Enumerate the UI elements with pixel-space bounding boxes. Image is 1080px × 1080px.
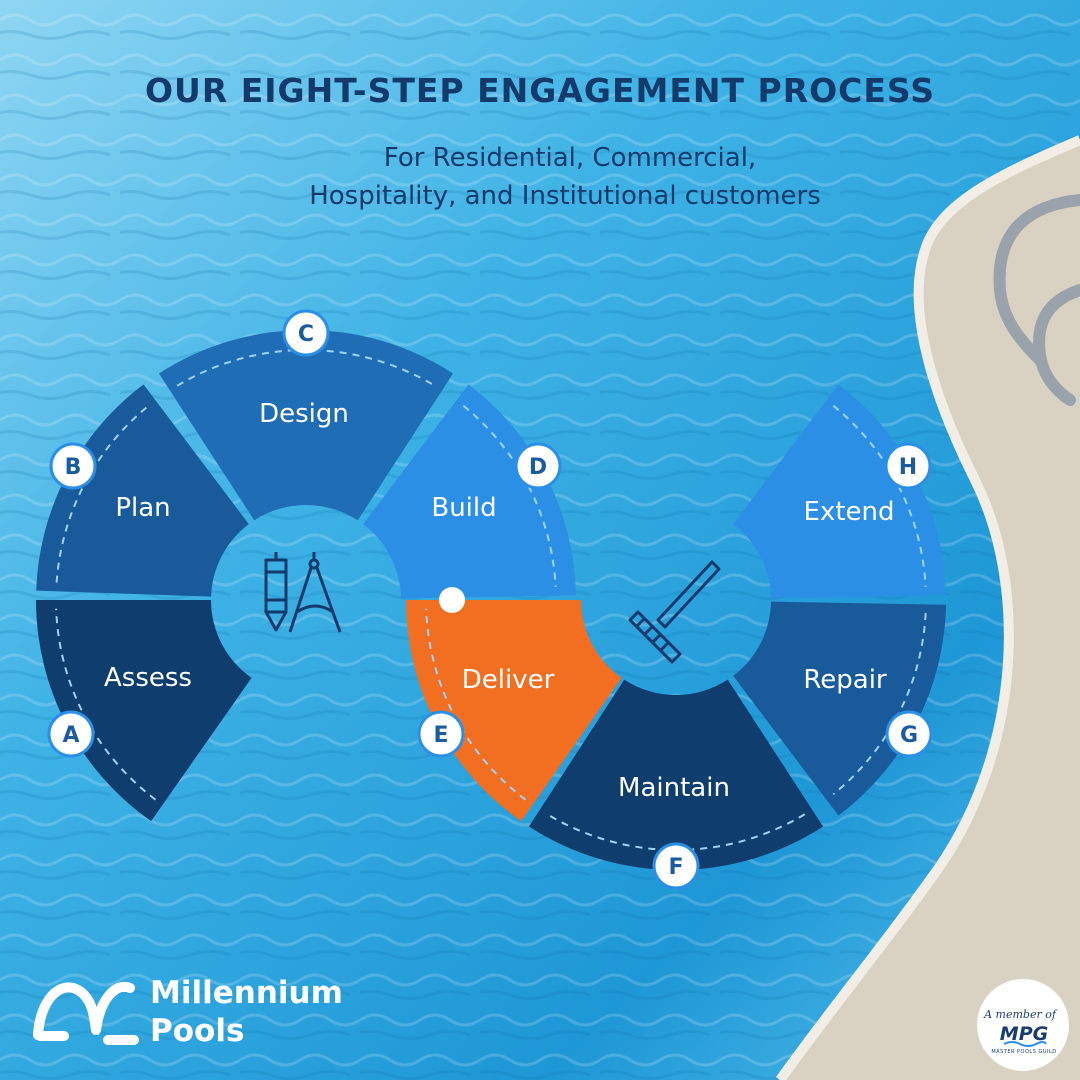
mpg-line-2: MPG: [1000, 1023, 1048, 1045]
step-badge-d: D: [514, 442, 562, 490]
mpg-line-3: MASTER POOLS GUILD: [991, 1049, 1056, 1055]
step-label-build: Build: [431, 493, 496, 523]
ladder-rail: [1033, 284, 1080, 406]
svg-text:G: G: [900, 723, 918, 748]
step-segment-deliver: [406, 600, 622, 822]
svg-text:B: B: [65, 455, 82, 480]
pool-deck-edge: [775, 135, 1080, 1080]
step-segment-maintain: [528, 679, 824, 870]
svg-text:E: E: [433, 723, 448, 748]
process-segments: [36, 330, 946, 870]
connector-dot: [439, 587, 465, 613]
step-segment-repair: [733, 601, 946, 816]
step-badge-h: H: [884, 442, 932, 490]
step-segment-assess: [36, 600, 252, 822]
page-subtitle-line-1: For Residential, Commercial,: [384, 143, 756, 173]
step-badge-e: E: [417, 710, 465, 758]
millennium-pools-logo: Millennium Pools: [33, 975, 343, 1049]
svg-text:H: H: [899, 455, 917, 480]
pool-deck: [780, 140, 1080, 1080]
pool-brush-icon: [628, 560, 721, 664]
logo-line-2: Pools: [150, 1013, 244, 1049]
logo-line-1: Millennium: [150, 975, 343, 1011]
step-badge-a: A: [47, 710, 95, 758]
step-segment-build: [363, 384, 576, 599]
step-label-extend: Extend: [804, 497, 895, 527]
step-label-plan: Plan: [115, 493, 170, 523]
svg-text:F: F: [668, 855, 683, 880]
step-badge-c: C: [282, 309, 330, 357]
dashed-arc: [425, 608, 527, 801]
svg-text:C: C: [298, 322, 314, 347]
step-badge-g: G: [885, 710, 933, 758]
step-segment-design: [158, 330, 454, 521]
step-segment-extend: [733, 384, 946, 599]
ladder-rail: [993, 194, 1080, 366]
step-label-design: Design: [259, 399, 349, 429]
mpg-member-badge: A member of MPG MASTER POOLS GUILD: [977, 979, 1069, 1071]
dashed-arc: [55, 608, 157, 801]
step-label-maintain: Maintain: [618, 773, 730, 803]
step-badge-f: F: [652, 842, 700, 890]
step-label-deliver: Deliver: [462, 665, 555, 695]
pencil-compass-icon: [264, 552, 342, 633]
svg-text:D: D: [529, 455, 547, 480]
mpg-line-1: A member of: [983, 1008, 1058, 1021]
step-label-repair: Repair: [803, 665, 887, 695]
step-segment-plan: [36, 384, 249, 597]
step-badge-b: B: [49, 442, 97, 490]
svg-text:A: A: [62, 723, 79, 748]
step-label-assess: Assess: [104, 663, 192, 693]
page-title: OUR EIGHT-STEP ENGAGEMENT PROCESS: [145, 71, 935, 110]
page-subtitle-line-2: Hospitality, and Institutional customers: [309, 181, 821, 211]
